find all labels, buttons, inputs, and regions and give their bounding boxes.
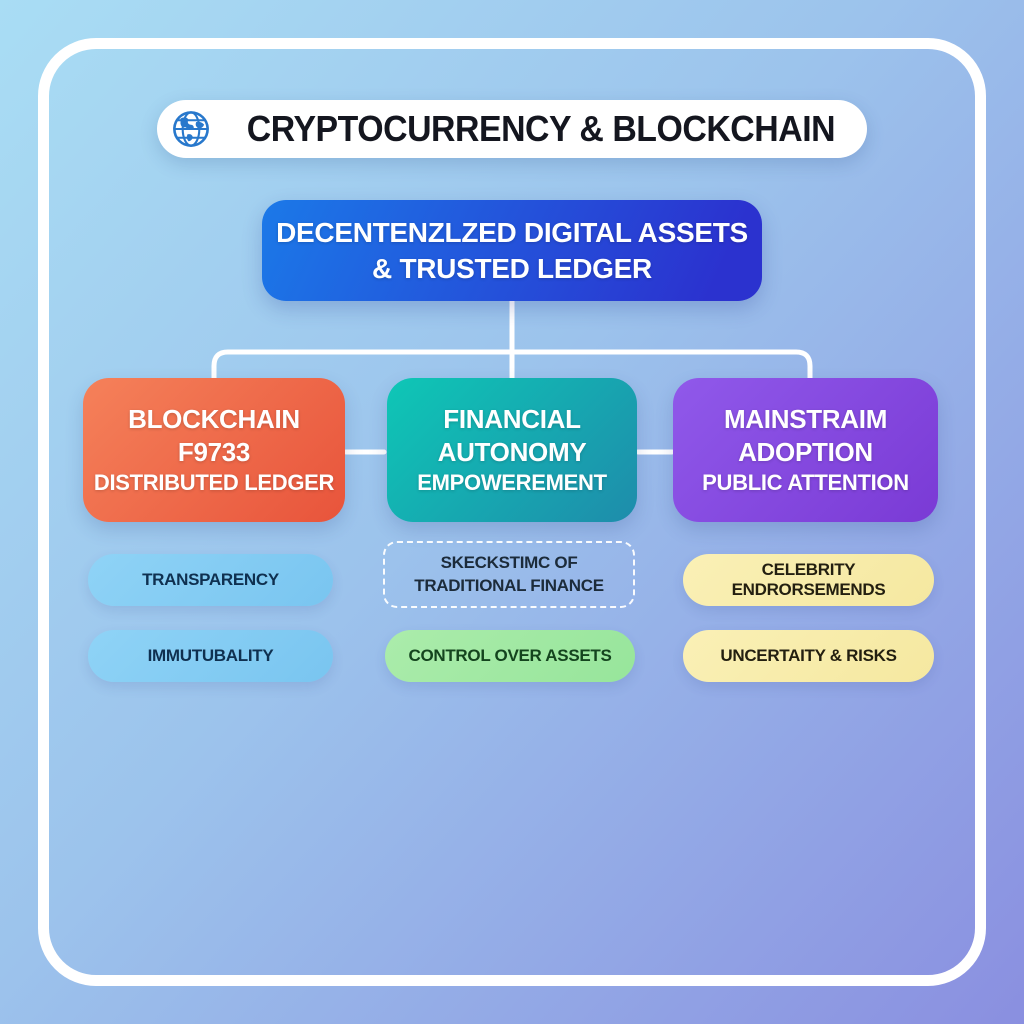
header-title-pill: CRYPTOCURRENCY & BLOCKCHAIN [157, 100, 867, 158]
leaf-pill-label: UNCERTAITY & RISKS [720, 646, 897, 665]
leaf-pill-label: CELEBRITY ENDRORSEMENDS [731, 560, 886, 599]
branch-node-line: AUTONOMY [437, 437, 587, 468]
branch-node-line: MAINSTRAIM [723, 404, 888, 435]
leaf-dashed-line: TRADITIONAL FINANCE [414, 575, 604, 595]
leaf-dashed-line: SKECKSTIMC OF [440, 553, 578, 573]
root-node: DECENTENZLZED DIGITAL ASSETS & TRUSTED L… [262, 200, 762, 301]
branch-node-line: F9733 [177, 437, 251, 468]
leaf-dashed-skepticism-of-traditional-finance: SKECKSTIMC OF TRADITIONAL FINANCE [383, 541, 635, 608]
branch-node-mainstream-adoption: MAINSTRAIM ADOPTION PUBLIC ATTENTION [673, 378, 938, 522]
branch-node-line: FINANCIAL [443, 404, 581, 435]
globe-icon [173, 111, 209, 147]
leaf-pill-control-over-assets: CONTROL OVER ASSETS [385, 630, 635, 682]
branch-node-line: BLOCKCHAIN [128, 404, 300, 435]
branch-node-line: PUBLIC ATTENTION [702, 469, 909, 495]
leaf-pill-immutability: IMMUTUBALITY [88, 630, 333, 682]
leaf-pill-label: CONTROL OVER ASSETS [408, 646, 612, 665]
branch-node-blockchain: BLOCKCHAIN F9733 DISTRIBUTED LEDGER [83, 378, 345, 522]
leaf-pill-transparency: TRANSPARENCY [88, 554, 333, 606]
branch-node-line: ADOPTION [738, 437, 873, 468]
root-node-line: DECENTENZLZED DIGITAL ASSETS [276, 216, 748, 248]
branch-node-financial-autonomy: FINANCIAL AUTONOMY EMPOWEREMENT [387, 378, 637, 522]
branch-node-line: EMPOWEREMENT [417, 469, 607, 495]
leaf-pill-label: IMMUTUBALITY [147, 646, 274, 665]
leaf-pill-label: TRANSPARENCY [142, 570, 279, 589]
leaf-pill-uncertainty-risks: UNCERTAITY & RISKS [683, 630, 934, 682]
branch-node-line: DISTRIBUTED LEDGER [93, 469, 335, 495]
leaf-pill-celebrity-endorsements: CELEBRITY ENDRORSEMENDS [683, 554, 934, 606]
root-node-line: & TRUSTED LEDGER [372, 252, 652, 284]
page-title: CRYPTOCURRENCY & BLOCKCHAIN [246, 108, 836, 149]
